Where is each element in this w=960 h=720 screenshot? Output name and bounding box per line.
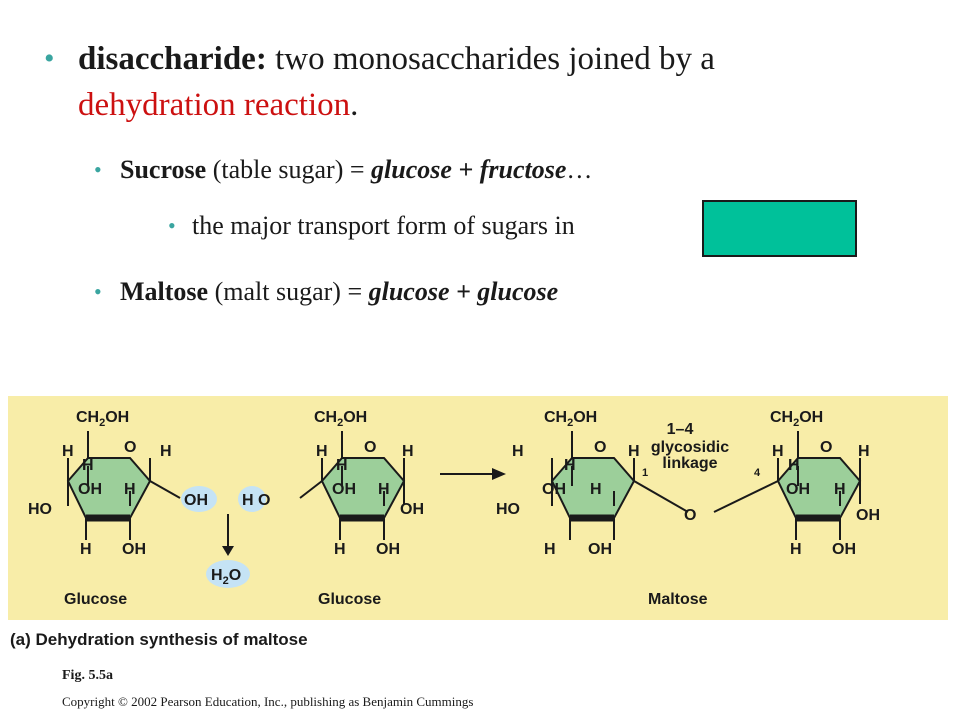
- reaction-arrowhead: [492, 468, 506, 480]
- maltose-paren: (malt sugar) =: [208, 277, 369, 306]
- h-leaving-label: H: [242, 492, 254, 509]
- h-label: H: [378, 481, 390, 498]
- ch2oh-label: CH2OH: [770, 409, 823, 429]
- glucose-2-name: Glucose: [318, 591, 381, 608]
- oh-label: OH: [122, 541, 146, 558]
- h-label: H: [80, 541, 92, 558]
- ch2oh-label: CH2OH: [314, 409, 367, 429]
- maltose-synthesis-diagram: CH2OH O H H H OH H HO H OH OH H CH2OH O …: [28, 409, 880, 608]
- h-label: H: [544, 541, 556, 558]
- bullet-dot: •: [168, 213, 176, 238]
- h-label: H: [858, 443, 870, 460]
- ho-label: HO: [28, 501, 52, 518]
- maltose-ring-b: [713, 431, 860, 540]
- h-label: H: [790, 541, 802, 558]
- ring-oxygen: O: [820, 439, 832, 456]
- h-label: H: [160, 443, 172, 460]
- oh-label: OH: [832, 541, 856, 558]
- ring-oxygen: O: [364, 439, 376, 456]
- position-4: 4: [754, 467, 761, 479]
- answer-cover-box[interactable]: [702, 200, 857, 257]
- h-label: H: [564, 457, 576, 474]
- h-label: H: [628, 443, 640, 460]
- transport-text: the major transport form of sugars in: [192, 211, 575, 240]
- position-1: 1: [642, 467, 648, 479]
- oh-label: OH: [542, 481, 566, 498]
- sucrose-name: Sucrose: [120, 155, 207, 184]
- glucose-1-name: Glucose: [64, 591, 127, 608]
- h-bubble: [238, 486, 266, 512]
- maltose-ring-a: [552, 431, 689, 540]
- h-label: H: [512, 443, 524, 460]
- h-label: H: [788, 457, 800, 474]
- oh-bubble: [181, 486, 217, 512]
- oh-label: OH: [588, 541, 612, 558]
- ch2oh-label: CH2OH: [544, 409, 597, 429]
- ring-oxygen: O: [124, 439, 136, 456]
- maltose-name: Maltose: [120, 277, 209, 306]
- sucrose-composition: glucose + fructose: [371, 155, 567, 184]
- maltose-composition: glucose + glucose: [368, 277, 559, 306]
- figure-panel: CH2OH O H H H OH H HO H OH OH H CH2OH O …: [8, 396, 948, 620]
- maltose-name-label: Maltose: [648, 591, 708, 608]
- definition-text: two monosaccharides joined by a: [266, 41, 715, 77]
- oh-leaving-label: OH: [184, 492, 208, 509]
- figure-number: Fig. 5.5a: [62, 668, 113, 683]
- h-label: H: [402, 443, 414, 460]
- dehydration-reaction-term: dehydration reaction: [78, 87, 351, 123]
- ho-label: HO: [496, 501, 520, 518]
- linkage-label-line1: 1–4: [667, 421, 694, 438]
- glucose-ring-1: [68, 431, 181, 540]
- period: .: [350, 87, 359, 123]
- o-label: O: [258, 492, 270, 509]
- glucose-ring-2: [299, 431, 404, 540]
- bullet-dot: •: [94, 279, 102, 304]
- ch2oh-label: CH2OH: [76, 409, 129, 429]
- oh-label: OH: [332, 481, 356, 498]
- bullet-dot: •: [94, 157, 102, 182]
- h-label: H: [336, 457, 348, 474]
- figure-caption: (a) Dehydration synthesis of maltose: [10, 630, 308, 649]
- water-arrowhead: [222, 546, 234, 556]
- sucrose-ellipsis: …: [566, 155, 593, 184]
- oh-label: OH: [856, 507, 880, 524]
- bullet-maltose: • Maltose (malt sugar) = glucose + gluco…: [94, 276, 559, 308]
- oh-label: OH: [376, 541, 400, 558]
- term-disaccharide: disaccharide:: [78, 41, 267, 77]
- h-label: H: [590, 481, 602, 498]
- ring-oxygen: O: [594, 439, 606, 456]
- water-label: H2O: [211, 567, 241, 587]
- sucrose-paren: (table sugar) =: [206, 155, 372, 184]
- water-bubble: [206, 560, 250, 588]
- bullet-disaccharide: • disaccharide: two monosaccharides join…: [44, 36, 918, 128]
- bullet-sucrose: • Sucrose (table sugar) = glucose + fruc…: [94, 154, 593, 186]
- h-label: H: [82, 457, 94, 474]
- linkage-label-line2: glycosidic: [651, 439, 729, 456]
- copyright-notice: Copyright © 2002 Pearson Education, Inc.…: [62, 694, 474, 709]
- h-label: H: [124, 481, 136, 498]
- h-label: H: [62, 443, 74, 460]
- oh-label: OH: [786, 481, 810, 498]
- h-label: H: [834, 481, 846, 498]
- bullet-dot: •: [44, 42, 55, 75]
- bullet-transport: • the major transport form of sugars in: [168, 210, 575, 242]
- h-label: H: [334, 541, 346, 558]
- oh-label: OH: [400, 501, 424, 518]
- linkage-label-line3: linkage: [662, 455, 717, 472]
- h-label: H: [772, 443, 784, 460]
- oh-label: OH: [78, 481, 102, 498]
- h-label: H: [316, 443, 328, 460]
- glycosidic-oxygen: O: [684, 507, 696, 524]
